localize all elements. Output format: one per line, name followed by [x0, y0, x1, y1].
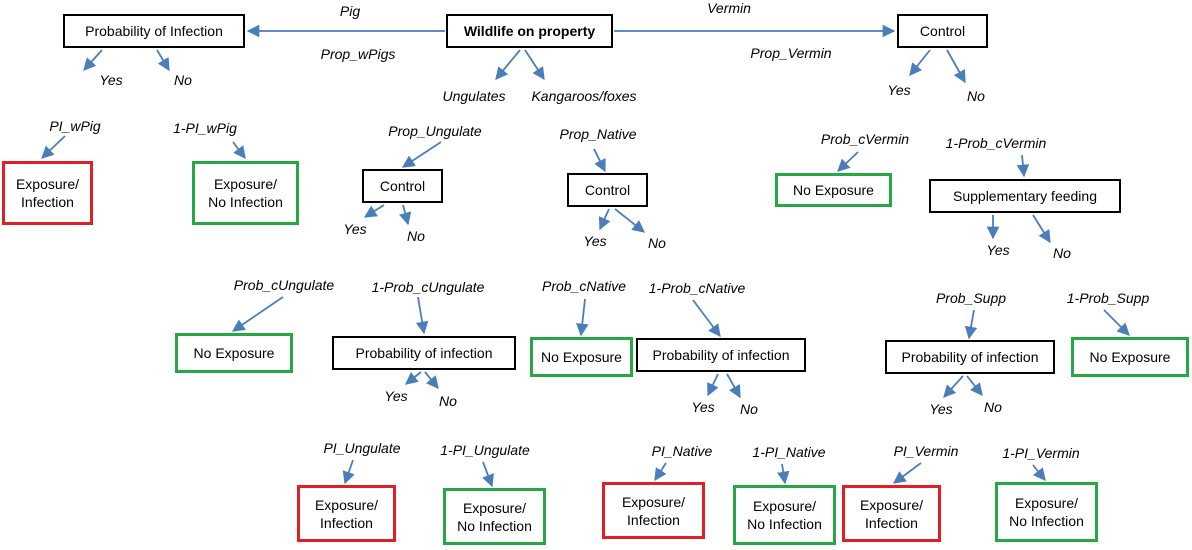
edge-label-1-pi-ungulate: 1-PI_Ungulate: [440, 442, 530, 458]
edge-label-vermin: Vermin: [707, 0, 751, 16]
edge-label-prob-supp: Prob_Supp: [935, 290, 1007, 306]
edge-label-pig-no: No: [174, 72, 192, 88]
edge-label-prob-cnative: Prob_cNative: [541, 278, 627, 294]
edge-label-prop-wpigs: Prop_wPigs: [320, 46, 396, 62]
arrow-ungulate-control-no: [399, 204, 412, 226]
arrow-1pinative-to-noinfection: [777, 463, 790, 485]
edge-label-ungulate-inf-yes: Yes: [384, 388, 408, 404]
edge-label-vermin-inf-no: No: [984, 399, 1002, 415]
edge-label-1-pi-vermin: 1-PI_Vermin: [1002, 445, 1080, 461]
node-control-vermin: Control: [897, 14, 988, 48]
node-exposure-infection-ungulate: Exposure/ Infection: [297, 485, 396, 542]
arrow-1supp-to-noexposure: [1103, 309, 1130, 336]
arrow-wildlife-to-kangaroos: [524, 49, 545, 81]
arrow-1cvermin-to-supp: [1016, 154, 1030, 178]
node-probability-of-infection-native: Probability of infection: [636, 338, 806, 372]
node-exposure-no-infection-native: Exposure/ No Infection: [733, 485, 836, 545]
node-probability-of-infection-vermin: Probability of infection: [885, 340, 1055, 374]
arrow-native-control-yes: [598, 208, 611, 231]
arrow-wildlife-to-ungulates: [495, 49, 521, 80]
arrow-pig-1pi-to-noinfection: [232, 141, 246, 160]
edge-label-supp-yes: Yes: [986, 242, 1010, 258]
edge-label-ungulate-no: No: [407, 228, 425, 244]
edge-label-pig-yes: Yes: [99, 72, 123, 88]
node-control-native: Control: [567, 173, 648, 207]
arrow-native-control-no: [614, 208, 645, 233]
edge-label-prop-native: Prop_Native: [559, 126, 637, 142]
edge-label-prop-vermin: Prop_Vermin: [750, 45, 832, 61]
arrow-1cnative-to-infection: [692, 299, 721, 338]
arrow-cvermin-to-noexposure: [837, 151, 859, 172]
node-no-exposure-vermin: No Exposure: [775, 173, 892, 207]
node-exposure-infection-pig: Exposure/ Infection: [2, 161, 93, 225]
node-probability-of-infection-pig: Probability of Infection: [63, 14, 245, 48]
node-exposure-no-infection-pig: Exposure/ No Infection: [192, 161, 299, 225]
arrow-piungulate-to-infection: [342, 459, 355, 485]
node-no-exposure-supp: No Exposure: [1071, 337, 1189, 377]
arrow-supp-no: [1032, 214, 1051, 244]
edge-label-ungulate-yes: Yes: [343, 221, 367, 237]
edge-label-prop-ungulate: Prop_Ungulate: [388, 123, 482, 139]
arrow-1piungulate-to-noinfection: [482, 461, 494, 488]
arrow-pivermin-to-infection: [892, 462, 922, 484]
edge-label-pi-vermin: PI_Vermin: [893, 443, 959, 459]
arrow-pig-pi-to-infection: [41, 135, 66, 159]
edge-label-1-prob-supp: 1-Prob_Supp: [1066, 290, 1150, 306]
arrow-vermin-inf-no: [966, 375, 983, 396]
arrow-ungulate-inf-yes: [405, 371, 422, 385]
edge-label-vermin-no: No: [967, 88, 985, 104]
node-exposure-infection-vermin: Exposure/ Infection: [842, 485, 941, 542]
arrow-native-inf-no: [726, 373, 741, 399]
edge-label-prob-cvermin: Prob_cVermin: [820, 131, 910, 147]
node-wildlife-on-property: Wildlife on property: [446, 14, 613, 48]
edge-label-vermin-yes: Yes: [887, 82, 911, 98]
node-no-exposure-native: No Exposure: [530, 337, 633, 377]
edge-label-1-prob-cungulate: 1-Prob_cUngulate: [371, 279, 485, 295]
arrow-pig-yes: [83, 49, 103, 71]
arrow-ungulate-inf-no: [424, 371, 439, 389]
arrow-pig-no: [156, 49, 170, 72]
edge-label-native-no: No: [648, 235, 666, 251]
edge-label-native-inf-yes: Yes: [691, 399, 715, 415]
node-control-ungulate: Control: [362, 169, 443, 203]
arrow-1pivermin-to-noinfection: [1032, 464, 1046, 481]
arrow-cungulate-to-noexposure: [231, 296, 284, 332]
edge-label-pi-native: PI_Native: [651, 443, 713, 459]
arrow-vermin-inf-yes: [943, 375, 964, 398]
arrow-vermin-yes: [909, 49, 931, 76]
node-probability-of-infection-ungulate: Probability of infection: [332, 336, 516, 370]
edge-label-kangaroos-foxes: Kangaroos/foxes: [531, 88, 637, 104]
arrow-native-inf-yes: [707, 373, 719, 397]
node-supplementary-feeding: Supplementary feeding: [929, 179, 1121, 213]
edge-label-ungulate-inf-no: No: [439, 393, 457, 409]
arrow-vermin-no: [946, 49, 966, 84]
edge-label-pig: Pig: [339, 3, 361, 19]
edge-label-1-pi-wpig: 1-PI_wPig: [173, 120, 237, 136]
arrow-native-to-control: [593, 148, 606, 173]
node-exposure-no-infection-ungulate: Exposure/ No Infection: [443, 488, 546, 545]
node-exposure-infection-native: Exposure/ Infection: [602, 482, 705, 539]
edge-label-ungulates: Ungulates: [442, 88, 506, 104]
edge-label-prob-cungulate: Prob_cUngulate: [233, 277, 335, 293]
edge-label-1-prob-cnative: 1-Prob_cNative: [648, 280, 746, 296]
arrow-ungulate-control-yes: [363, 204, 385, 218]
edge-label-vermin-inf-yes: Yes: [929, 401, 953, 417]
edge-label-native-inf-no: No: [740, 401, 758, 417]
edge-label-pi-ungulate: PI_Ungulate: [323, 440, 401, 456]
edge-label-native-yes: Yes: [583, 233, 607, 249]
node-exposure-no-infection-vermin: Exposure/ No Infection: [995, 482, 1098, 542]
arrow-cnative-to-noexposure: [575, 298, 589, 337]
arrow-1cungulate-to-infection: [415, 296, 429, 335]
arrow-supp-prob-to-infection: [964, 309, 978, 340]
edge-label-pi-wpig: PI_wPig: [49, 118, 101, 134]
edge-label-supp-no: No: [1053, 245, 1071, 261]
arrow-ungulates-to-control: [401, 141, 442, 168]
edge-label-1-prob-cvermin: 1-Prob_cVermin: [945, 135, 1047, 151]
arrow-pinative-to-infection: [654, 462, 667, 482]
node-no-exposure-ungulate: No Exposure: [175, 333, 293, 373]
edge-label-1-pi-native: 1-PI_Native: [752, 444, 826, 460]
